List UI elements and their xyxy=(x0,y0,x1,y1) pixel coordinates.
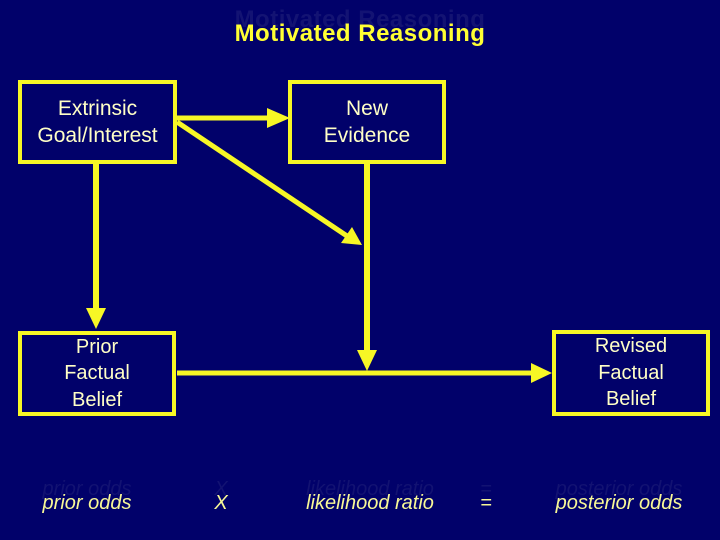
arrowhead-extrinsic-to-evidence xyxy=(267,108,290,128)
equation-posterior-odds: posterior odds xyxy=(555,492,683,514)
box-prior-factual-belief: Prior Factual Belief xyxy=(18,331,176,416)
arrowhead-extrinsic-diagonal xyxy=(341,227,362,245)
arrowhead-prior-to-revised xyxy=(531,363,552,383)
box-new-evidence-label: New Evidence xyxy=(323,96,411,147)
equation-prior-odds: prior odds xyxy=(42,492,132,514)
equation-equals-sign: = xyxy=(480,492,492,514)
arrow-extrinsic-diagonal xyxy=(175,119,349,239)
box-extrinsic-goal-interest-label: Extrinsic Goal/Interest xyxy=(37,96,158,147)
box-revised-factual-belief-label: Revised Factual Belief xyxy=(594,335,668,411)
box-prior-factual-belief-label: Prior Factual Belief xyxy=(64,335,130,411)
box-revised-factual-belief: Revised Factual Belief xyxy=(552,330,710,416)
slide-title: Motivated Reasoning xyxy=(234,20,486,47)
box-new-evidence: New Evidence xyxy=(288,80,446,164)
arrowhead-extrinsic-to-prior xyxy=(86,308,106,329)
equation-multiply-sign: X xyxy=(214,492,228,514)
box-extrinsic-goal-interest: Extrinsic Goal/Interest xyxy=(18,80,177,164)
arrowhead-evidence-down xyxy=(357,350,377,371)
equation-likelihood-ratio: likelihood ratio xyxy=(306,492,434,514)
